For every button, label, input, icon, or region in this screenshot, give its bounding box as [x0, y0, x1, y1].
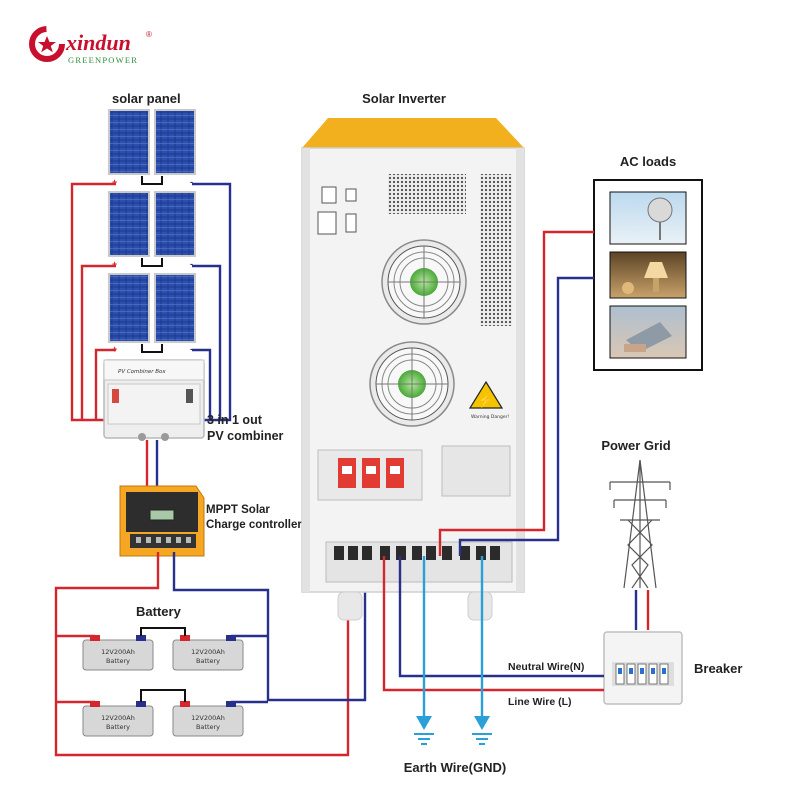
solar-panel-row-1 — [108, 109, 196, 175]
registered-mark: ® — [146, 30, 152, 39]
battery-spec: 12V200Ah — [191, 714, 225, 722]
ground-icon — [472, 733, 492, 745]
power-tower-icon — [609, 459, 671, 589]
solar-panel — [108, 109, 150, 175]
ac-loads-panel — [593, 179, 703, 371]
battery-type: Battery — [106, 657, 130, 665]
svg-text:⚡: ⚡ — [478, 393, 494, 409]
battery-spec: 12V200Ah — [101, 648, 135, 656]
solar-inverter: ⚡ Warning Danger! — [301, 118, 525, 621]
battery-type: Battery — [106, 723, 130, 731]
solar-inverter-label: Solar Inverter — [362, 91, 446, 106]
svg-text:-: - — [190, 177, 193, 187]
earth-wiring — [416, 556, 490, 730]
solar-panel — [108, 273, 150, 343]
svg-text:-: - — [190, 259, 193, 269]
brand-logo: xindun ® GREENPOWER — [29, 26, 152, 65]
laptop-icon — [609, 305, 687, 359]
earth-wire-label: Earth Wire(GND) — [404, 760, 506, 775]
cooling-fan-icon — [381, 239, 467, 325]
svg-text:+: + — [112, 177, 117, 187]
lamp-icon — [609, 251, 687, 299]
breaker-label: Breaker — [694, 661, 742, 676]
warning-text: Warning Danger! — [471, 414, 509, 420]
svg-text:-: - — [190, 344, 193, 354]
neutral-wire-label: Neutral Wire(N) — [508, 661, 584, 673]
power-grid-label: Power Grid — [601, 438, 670, 453]
ground-icon — [414, 733, 434, 745]
cooling-fan-icon — [369, 341, 455, 427]
brand-name: xindun — [65, 30, 131, 55]
brand-tagline: GREENPOWER — [68, 55, 138, 65]
pv-combiner-box: PV Combiner Box — [103, 359, 205, 441]
solar-panel-array: +- +- +- — [108, 109, 196, 354]
battery-spec: 12V200Ah — [191, 648, 225, 656]
panel-wiring — [70, 182, 232, 422]
breaker-box — [603, 631, 683, 705]
inverter-breakers — [338, 458, 404, 488]
terminal-block — [334, 546, 500, 560]
solar-panel-label: solar panel — [112, 91, 181, 106]
solar-panel — [154, 191, 196, 257]
combiner-label-line1: 3 in 1 out — [207, 413, 263, 427]
logo-star-icon — [38, 36, 56, 53]
battery-unit: 12V200Ah Battery — [172, 635, 244, 671]
inverter-top — [302, 118, 524, 148]
mppt-charge-controller — [119, 485, 205, 557]
mppt-label-line2: Charge controller — [206, 519, 302, 531]
line-wire-label: Line Wire (L) — [508, 696, 572, 708]
solar-panel — [108, 191, 150, 257]
svg-text:+: + — [112, 259, 117, 269]
fan-icon — [609, 191, 687, 245]
battery-label: Battery — [136, 604, 182, 619]
battery-bank: 12V200Ah Battery 12V200Ah Battery 12V200… — [56, 627, 268, 737]
battery-type: Battery — [196, 657, 220, 665]
solar-panel-row-3 — [108, 273, 196, 343]
solar-panel — [154, 109, 196, 175]
warning-icon: ⚡ — [468, 380, 504, 409]
mppt-label-line1: MPPT Solar — [206, 504, 270, 516]
combiner-box-text: PV Combiner Box — [118, 369, 166, 375]
battery-spec: 12V200Ah — [101, 714, 135, 722]
battery-unit: 12V200Ah Battery — [82, 635, 154, 671]
logo-ring-icon — [29, 26, 65, 62]
solar-panel-row-2 — [108, 191, 196, 257]
battery-unit: 12V200Ah Battery — [172, 701, 244, 737]
solar-panel — [154, 273, 196, 343]
combiner-label-line2: PV combiner — [207, 429, 284, 443]
battery-type: Battery — [196, 723, 220, 731]
ac-loads-label: AC loads — [620, 154, 676, 169]
battery-unit: 12V200Ah Battery — [82, 701, 154, 737]
